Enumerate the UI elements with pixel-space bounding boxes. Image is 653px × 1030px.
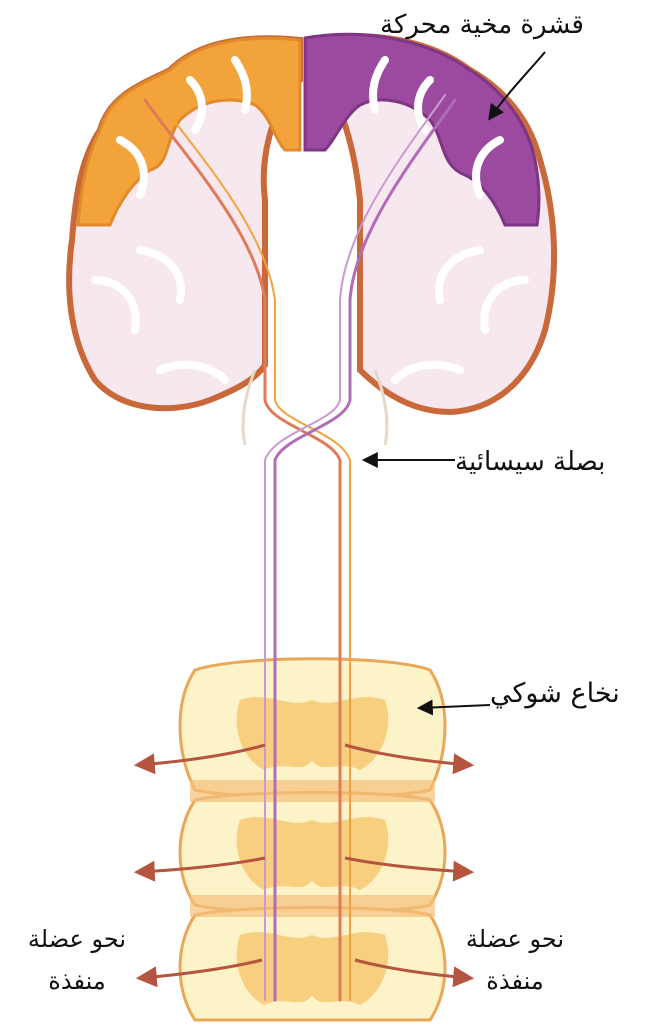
segment-band-1 xyxy=(190,780,435,802)
grey-matter-3 xyxy=(237,932,388,1005)
grey-matter-2 xyxy=(237,817,388,890)
muscle-label-right-line2: منفذة xyxy=(440,960,590,1002)
muscle-label-right: نحو عضلة منفذة xyxy=(440,918,590,1002)
segment-band-2 xyxy=(190,895,435,917)
spinal-cord xyxy=(180,659,445,1020)
muscle-label-left-line1: نحو عضلة xyxy=(2,918,152,960)
muscle-label-left: نحو عضلة منفذة xyxy=(2,918,152,1002)
brain xyxy=(69,34,554,445)
medulla-label: بصلة سيسائية xyxy=(455,447,605,477)
grey-matter-1 xyxy=(237,697,388,770)
muscle-label-left-line2: منفذة xyxy=(2,960,152,1002)
spinal-cord-label: نخاع شوكي xyxy=(490,678,620,709)
muscle-label-right-line1: نحو عضلة xyxy=(440,918,590,960)
motor-cortex-label: قشرة مخية محركة xyxy=(380,10,584,40)
